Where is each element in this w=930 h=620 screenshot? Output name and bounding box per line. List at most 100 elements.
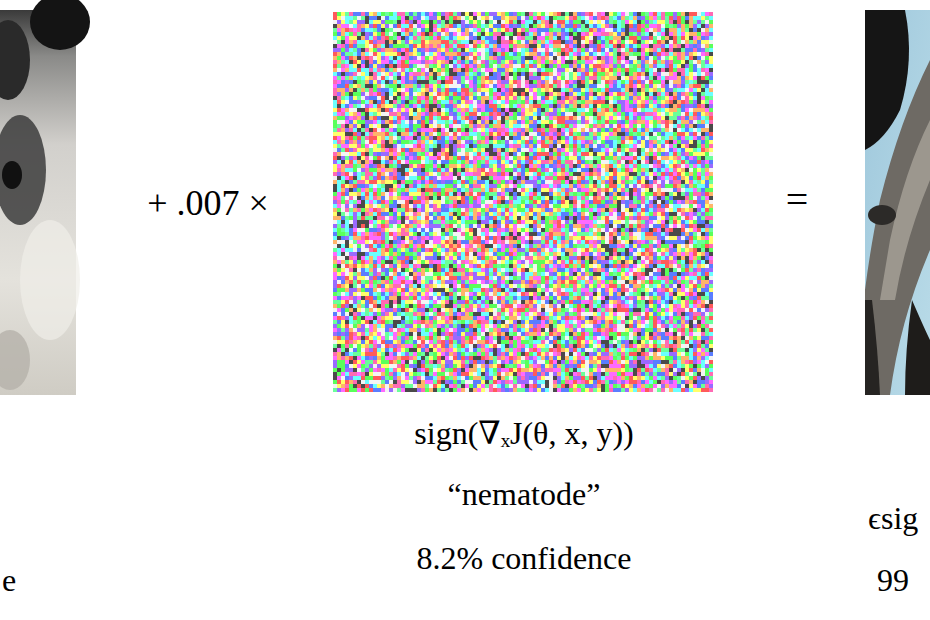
noise-pixel bbox=[385, 328, 389, 332]
noise-pixel bbox=[337, 260, 341, 264]
noise-pixel bbox=[341, 280, 345, 284]
noise-pixel bbox=[389, 144, 393, 148]
noise-pixel bbox=[409, 104, 413, 108]
noise-pixel bbox=[409, 176, 413, 180]
noise-pixel bbox=[337, 328, 341, 332]
noise-pixel bbox=[401, 368, 405, 372]
noise-pixel bbox=[333, 152, 337, 156]
noise-pixel bbox=[385, 88, 389, 92]
noise-pixel bbox=[381, 28, 385, 32]
noise-pixel bbox=[345, 84, 349, 88]
noise-pixel bbox=[345, 320, 349, 324]
noise-pixel bbox=[349, 168, 353, 172]
noise-pixel bbox=[393, 176, 397, 180]
noise-pixel bbox=[409, 328, 413, 332]
noise-pixel bbox=[385, 240, 389, 244]
noise-pixel bbox=[341, 324, 345, 328]
noise-pixel bbox=[349, 200, 353, 204]
noise-pixel bbox=[365, 48, 369, 52]
noise-pixel bbox=[353, 388, 357, 392]
noise-pixel bbox=[389, 284, 393, 288]
noise-pixel bbox=[373, 260, 377, 264]
noise-pixel bbox=[337, 12, 341, 16]
noise-pixel bbox=[397, 148, 401, 152]
noise-pixel bbox=[393, 88, 397, 92]
noise-pixel bbox=[333, 372, 337, 376]
noise-pixel bbox=[409, 24, 413, 28]
noise-pixel bbox=[349, 336, 353, 340]
noise-pixel bbox=[397, 364, 401, 368]
noise-pixel bbox=[401, 268, 405, 272]
noise-pixel bbox=[341, 224, 345, 228]
noise-pixel bbox=[397, 236, 401, 240]
noise-pixel bbox=[357, 196, 361, 200]
noise-pixel bbox=[401, 64, 405, 68]
noise-pixel bbox=[365, 104, 369, 108]
noise-pixel bbox=[345, 76, 349, 80]
noise-pixel bbox=[345, 244, 349, 248]
noise-pixel bbox=[389, 180, 393, 184]
noise-pixel bbox=[401, 92, 405, 96]
noise-pixel bbox=[389, 160, 393, 164]
noise-pixel bbox=[377, 24, 381, 28]
noise-pixel bbox=[413, 236, 417, 240]
noise-pixel bbox=[353, 264, 357, 268]
noise-pixel bbox=[357, 60, 361, 64]
noise-pixel bbox=[353, 28, 357, 32]
noise-pixel bbox=[409, 60, 413, 64]
noise-pixel bbox=[397, 76, 401, 80]
noise-pixel bbox=[369, 184, 373, 188]
noise-pixel bbox=[389, 132, 393, 136]
noise-pixel bbox=[413, 312, 417, 316]
noise-pixel bbox=[409, 376, 413, 380]
noise-pixel bbox=[377, 236, 381, 240]
noise-pixel bbox=[385, 324, 389, 328]
noise-pixel bbox=[405, 268, 409, 272]
noise-pixel bbox=[393, 220, 397, 224]
noise-pixel bbox=[389, 236, 393, 240]
noise-pixel bbox=[373, 140, 377, 144]
noise-pixel bbox=[365, 228, 369, 232]
noise-pixel bbox=[373, 124, 377, 128]
noise-pixel bbox=[409, 80, 413, 84]
noise-pixel bbox=[393, 192, 397, 196]
noise-pixel bbox=[401, 256, 405, 260]
noise-pixel bbox=[349, 332, 353, 336]
noise-pixel bbox=[405, 36, 409, 40]
noise-pixel bbox=[393, 276, 397, 280]
noise-pixel bbox=[373, 28, 377, 32]
noise-pixel bbox=[353, 256, 357, 260]
noise-pixel bbox=[345, 16, 349, 20]
noise-pixel bbox=[405, 120, 409, 124]
noise-pixel bbox=[337, 52, 341, 56]
noise-pixel bbox=[377, 108, 381, 112]
noise-pixel bbox=[413, 72, 417, 76]
noise-pixel bbox=[337, 32, 341, 36]
noise-pixel bbox=[333, 80, 337, 84]
noise-pixel bbox=[413, 264, 417, 268]
noise-pixel bbox=[333, 108, 337, 112]
noise-pixel bbox=[397, 368, 401, 372]
noise-pixel bbox=[349, 156, 353, 160]
noise-pixel bbox=[409, 364, 413, 368]
noise-pixel bbox=[381, 72, 385, 76]
noise-pixel bbox=[345, 212, 349, 216]
noise-pixel bbox=[413, 88, 417, 92]
noise-pixel bbox=[353, 104, 357, 108]
noise-pixel bbox=[401, 144, 405, 148]
noise-pixel bbox=[381, 140, 385, 144]
noise-pixel bbox=[405, 176, 409, 180]
noise-pixel bbox=[397, 132, 401, 136]
noise-pixel bbox=[401, 184, 405, 188]
noise-pixel bbox=[345, 376, 349, 380]
noise-pixel bbox=[389, 44, 393, 48]
noise-pixel bbox=[369, 368, 373, 372]
noise-pixel bbox=[409, 124, 413, 128]
noise-pixel bbox=[401, 364, 405, 368]
noise-pixel bbox=[373, 340, 377, 344]
noise-pixel bbox=[381, 184, 385, 188]
noise-pixel bbox=[413, 244, 417, 248]
noise-pixel bbox=[337, 40, 341, 44]
noise-pixel bbox=[337, 56, 341, 60]
noise-pixel bbox=[361, 220, 365, 224]
